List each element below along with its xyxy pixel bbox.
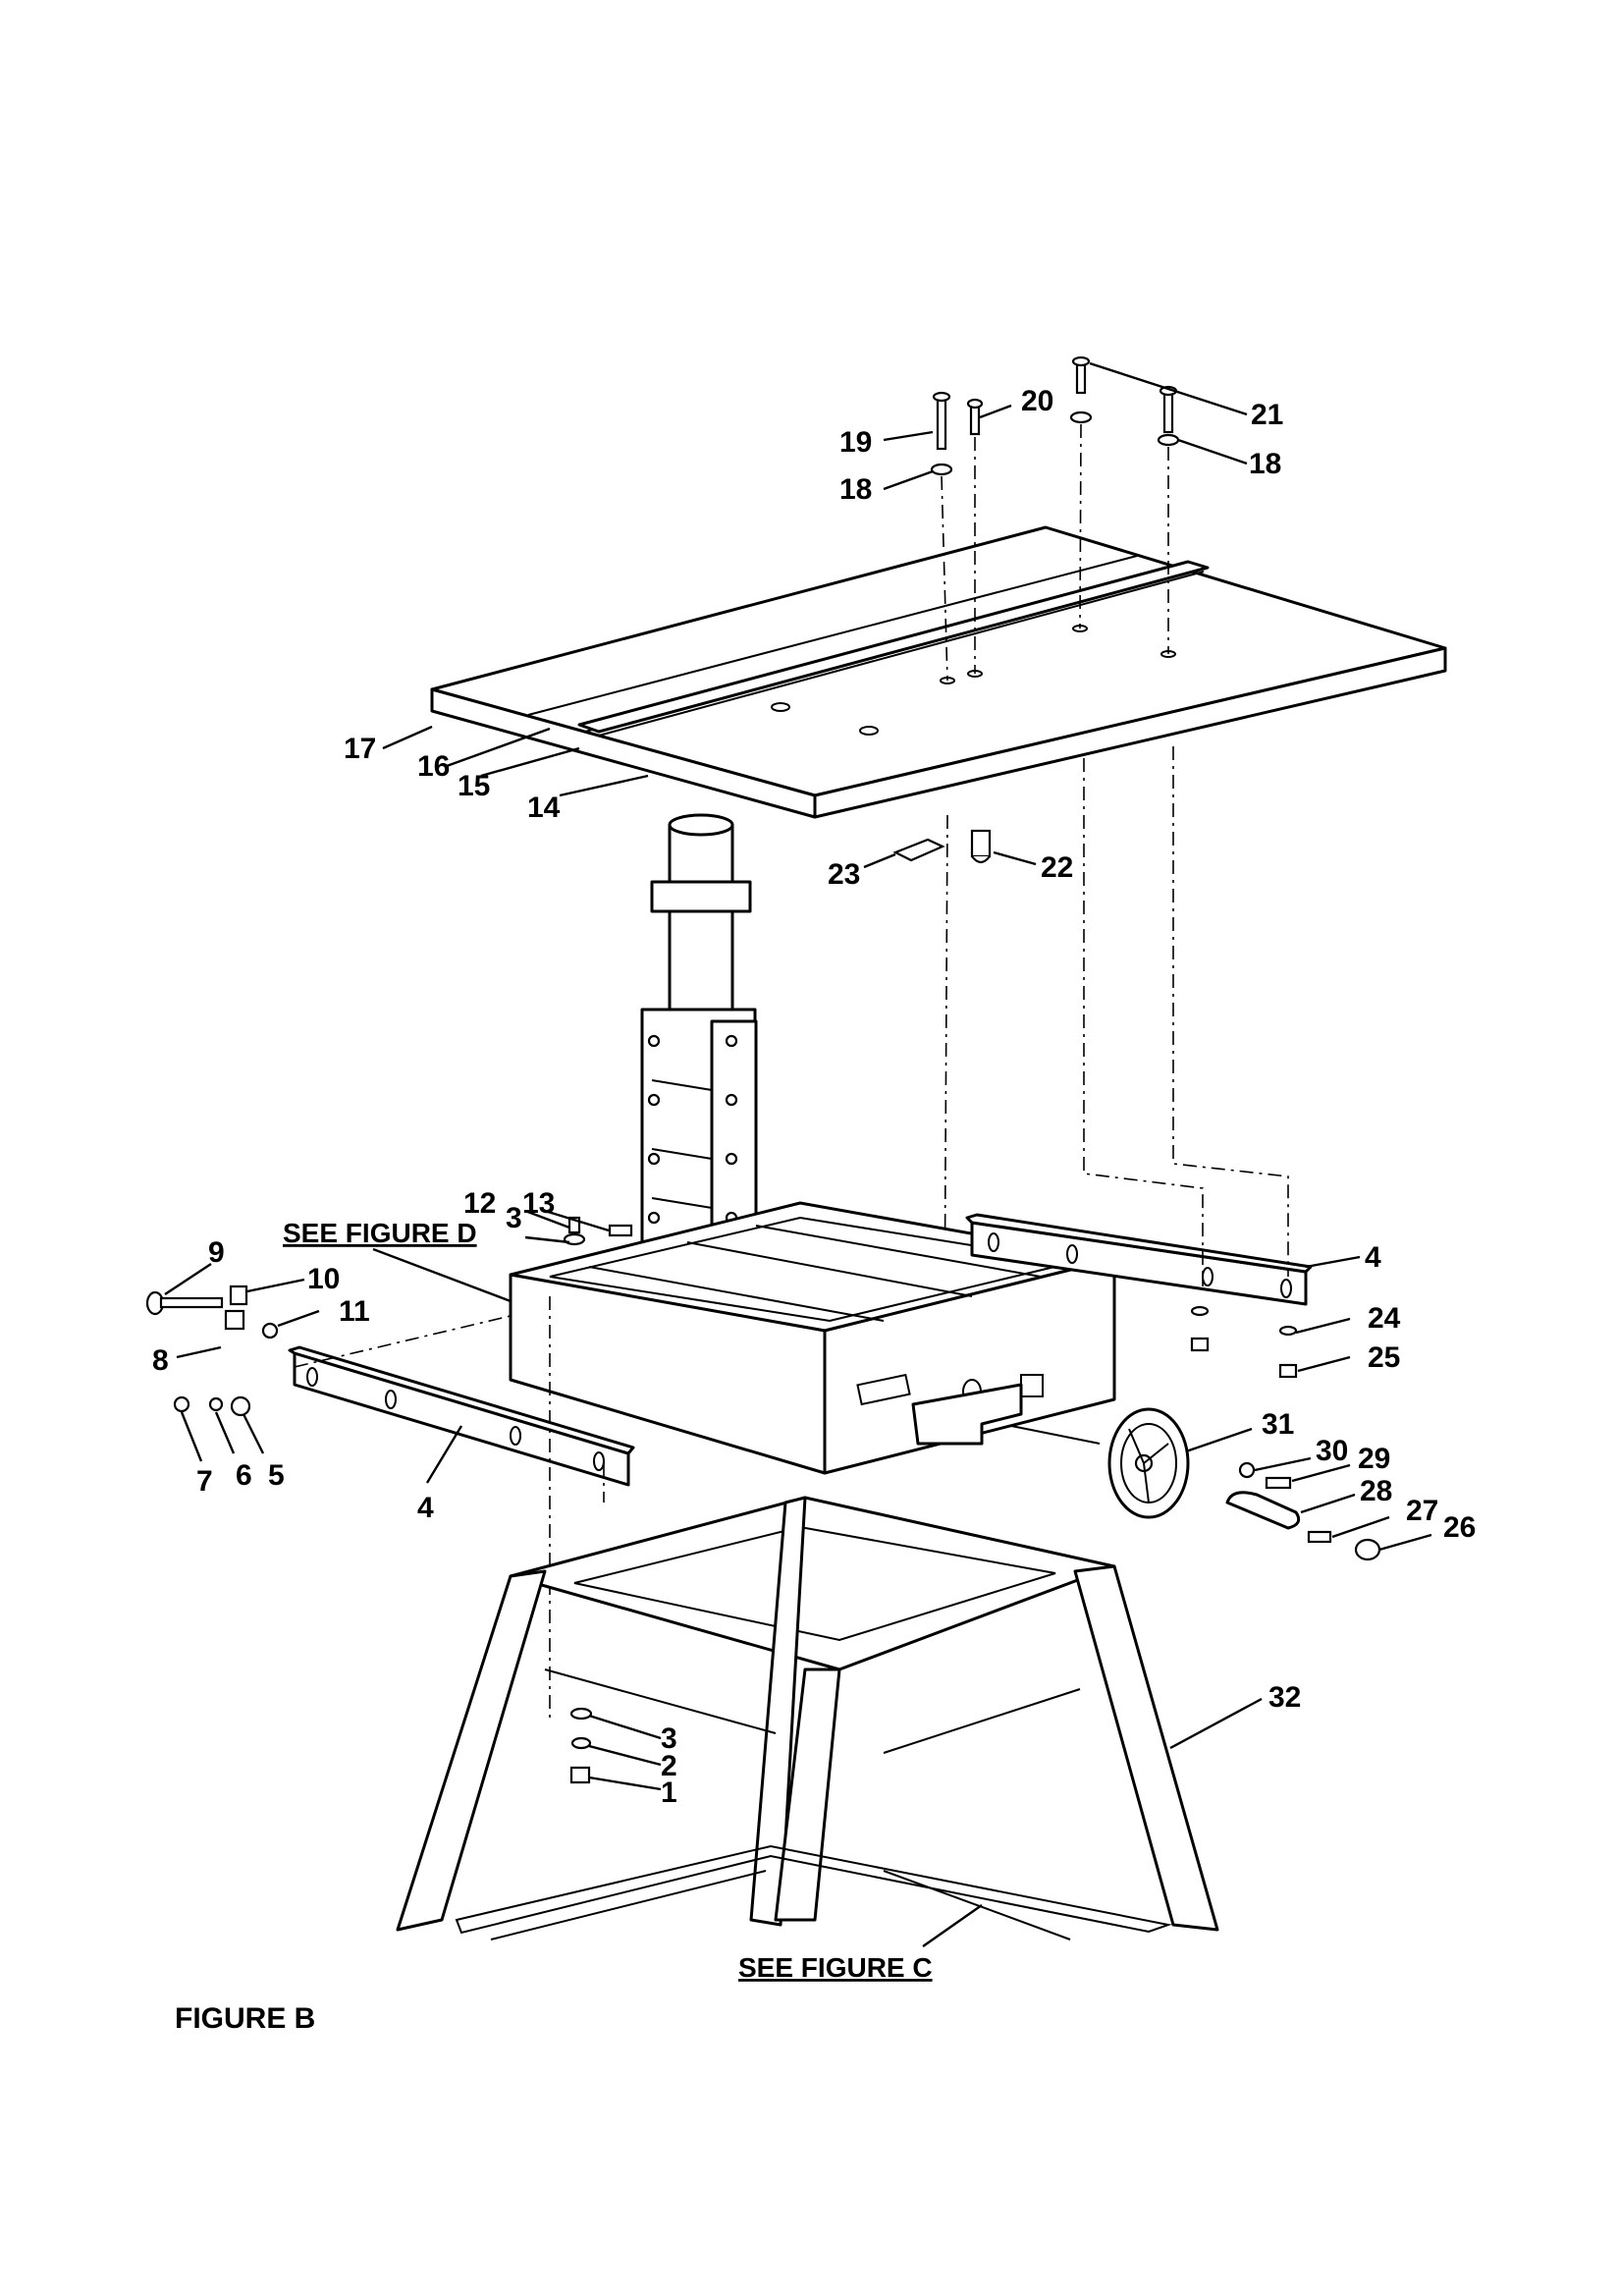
callout-26: 26 <box>1443 1511 1476 1544</box>
callout-21: 21 <box>1251 399 1283 431</box>
table-top <box>430 525 1447 819</box>
callout-6: 6 <box>236 1459 252 1492</box>
callout-8: 8 <box>152 1344 169 1377</box>
table-bolts <box>930 355 1180 476</box>
callout-7: 7 <box>196 1465 213 1498</box>
leader-lines <box>164 361 1432 1947</box>
side-rail-right <box>965 1213 1313 1306</box>
callout-18-right: 18 <box>1249 448 1281 480</box>
callout-20: 20 <box>1021 385 1053 417</box>
callout-19: 19 <box>839 426 872 459</box>
callout-22: 22 <box>1041 851 1073 884</box>
left-hardware <box>145 1216 633 1417</box>
callout-24: 24 <box>1368 1302 1401 1335</box>
rail-alignment-lines <box>294 746 1289 1719</box>
callout-32: 32 <box>1268 1681 1301 1714</box>
callout-31: 31 <box>1262 1408 1294 1441</box>
callout-1: 1 <box>661 1777 677 1809</box>
stand <box>396 1496 1219 1941</box>
callout-13: 13 <box>522 1187 555 1220</box>
callout-4-right: 4 <box>1365 1241 1381 1274</box>
callout-10: 10 <box>307 1263 340 1295</box>
callout-3-upper: 3 <box>506 1202 522 1234</box>
table-clips <box>892 829 992 864</box>
callout-16: 16 <box>417 750 450 783</box>
handwheel-assembly <box>1107 1407 1381 1561</box>
stand-hardware <box>569 1707 593 1784</box>
callout-3-lower: 3 <box>661 1722 677 1755</box>
figure-label: FIGURE B <box>175 2002 315 2035</box>
see-figure-c-label: SEE FIGURE C <box>738 1952 933 1983</box>
callout-18-left: 18 <box>839 473 872 506</box>
callout-17: 17 <box>344 733 376 765</box>
callout-25: 25 <box>1368 1341 1400 1374</box>
callout-5: 5 <box>268 1459 285 1492</box>
callout-4-left: 4 <box>417 1492 434 1524</box>
callout-14: 14 <box>527 792 561 824</box>
callout-30: 30 <box>1316 1435 1348 1467</box>
callout-29: 29 <box>1358 1443 1390 1475</box>
callout-11: 11 <box>339 1295 370 1328</box>
callout-28: 28 <box>1360 1475 1392 1507</box>
right-hardware <box>1190 1305 1298 1379</box>
callout-12: 12 <box>463 1187 496 1220</box>
callout-2: 2 <box>661 1750 677 1782</box>
callout-23: 23 <box>828 858 860 891</box>
side-rail-left <box>288 1345 635 1487</box>
callout-27: 27 <box>1406 1495 1438 1527</box>
callout-9: 9 <box>208 1236 225 1269</box>
see-figure-d-label: SEE FIGURE D <box>283 1218 477 1248</box>
callout-labels: 1 2 3 3 4 4 5 6 7 8 9 10 11 12 13 14 15 … <box>152 385 1476 2035</box>
callout-15: 15 <box>458 770 490 802</box>
